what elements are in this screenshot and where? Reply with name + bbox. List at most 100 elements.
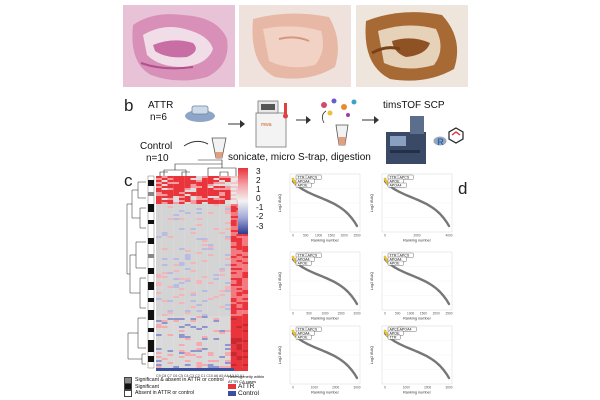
- heatmap-cell: [179, 300, 185, 303]
- heatmap-cell: [179, 186, 185, 189]
- heatmap-cell: [213, 228, 220, 231]
- heatmap-cell: [156, 218, 162, 221]
- protein-label: APOA4: [298, 258, 310, 262]
- heatmap-cell: [184, 310, 191, 313]
- heatmap-cell: [230, 200, 237, 203]
- heatmap-cell: [184, 328, 191, 331]
- protein-label: TTR: [298, 176, 305, 180]
- heatmap-cell: [179, 310, 185, 313]
- sample-slide-icon: [183, 102, 217, 124]
- heatmap-cell: [236, 256, 243, 259]
- heatmap-cell: [190, 230, 197, 233]
- heatmap-cell: [179, 222, 185, 225]
- heatmap-cell: [213, 298, 220, 301]
- heatmap-cell: [173, 300, 180, 303]
- protein-label: APOE: [298, 336, 309, 340]
- heatmap-cell: [230, 258, 237, 261]
- heatmap-cell: [236, 302, 243, 305]
- heatmap-cell: [236, 266, 243, 269]
- heatmap-cell: [179, 178, 185, 181]
- heatmap-cell: [161, 366, 168, 369]
- heatmap-cell: [161, 232, 168, 235]
- heatmap-cell: [202, 346, 208, 349]
- heatmap-cell: [161, 360, 168, 363]
- heatmap-cell: [207, 348, 214, 351]
- heatmap-cell: [202, 274, 208, 277]
- heatmap-cell: [173, 304, 180, 307]
- heatmap-cell: [202, 230, 208, 233]
- heatmap-cell: [230, 186, 237, 189]
- heatmap-cell: [202, 302, 208, 305]
- protein-label: APOA4: [400, 328, 412, 332]
- heatmap-cell: [196, 204, 203, 207]
- heatmap-cell: [184, 360, 191, 363]
- heatmap-cell: [184, 332, 191, 335]
- heatmap-cell: [225, 350, 231, 353]
- heatmap-cell: [167, 330, 174, 333]
- heatmap-cell: [179, 252, 185, 255]
- heatmap-cell: [161, 208, 168, 211]
- heatmap-cell: [225, 178, 231, 181]
- heatmap-cell: [156, 266, 162, 269]
- heatmap-cell: [156, 190, 162, 193]
- heatmap-cell: [184, 304, 191, 307]
- heatmap-cell: [184, 214, 191, 217]
- rank-curve: [291, 180, 359, 228]
- heatmap-cell: [202, 252, 208, 255]
- heatmap-cell: [236, 280, 243, 283]
- heatmap-cell: [161, 204, 168, 207]
- heatmap-cell: [167, 314, 174, 317]
- heatmap-cell: [173, 260, 180, 263]
- heatmap-cell: [196, 246, 203, 249]
- heatmap-cell: [190, 186, 197, 189]
- heatmap-cell: [213, 292, 220, 295]
- heatmap-cell: [202, 340, 208, 343]
- heatmap-cell: [173, 188, 180, 191]
- heatmap-cell: [213, 248, 220, 251]
- heatmap-cell: [213, 364, 220, 367]
- heatmap-cell: [184, 200, 191, 203]
- heatmap-cell: [190, 206, 197, 209]
- heatmap-cell: [173, 336, 180, 339]
- heatmap-cell: [219, 322, 226, 325]
- heatmap-cell: [202, 322, 208, 325]
- heatmap-cell: [230, 244, 237, 247]
- protein-label-box: [387, 182, 407, 188]
- heatmap-cell: [219, 238, 226, 241]
- heatmap-cell: [236, 328, 243, 331]
- heatmap-cell: [236, 360, 243, 363]
- heatmap-cell: [225, 228, 231, 231]
- heatmap-cell: [179, 214, 185, 217]
- heatmap-cell: [242, 334, 249, 337]
- heatmap-cell: [167, 364, 174, 367]
- heatmap-cell: [225, 224, 231, 227]
- heatmap-cell: [173, 256, 180, 259]
- heatmap-cell: [167, 252, 174, 255]
- heatmap-cell: [156, 230, 162, 233]
- heatmap-cell: [190, 250, 197, 253]
- heatmap-cell: [184, 344, 191, 347]
- heatmap-cell: [173, 280, 180, 283]
- heatmap-cell: [225, 226, 231, 229]
- heatmap-cell: [173, 220, 180, 223]
- heatmap-cell: [190, 240, 197, 243]
- heatmap-cell: [225, 362, 231, 365]
- heatmap-cell: [225, 280, 231, 283]
- heatmap-cell: [173, 178, 180, 181]
- heatmap-cell: [184, 206, 191, 209]
- heatmap-cell: [184, 350, 191, 353]
- heatmap-cell: [184, 286, 191, 289]
- heatmap-cell: [236, 242, 243, 245]
- heatmap-cell: [207, 360, 214, 363]
- scale-tick: -2: [256, 211, 264, 222]
- heatmap-cell: [161, 296, 168, 299]
- heatmap-cell: [179, 342, 185, 345]
- heatmap-cell: [230, 340, 237, 343]
- heatmap-cell: [213, 316, 220, 319]
- heatmap-cell: [213, 242, 220, 245]
- heatmap-cell: [156, 216, 162, 219]
- heatmap-cell: [179, 218, 185, 221]
- heatmap-cell: [190, 300, 197, 303]
- heatmap-cell: [236, 300, 243, 303]
- heatmap-cell: [225, 306, 231, 309]
